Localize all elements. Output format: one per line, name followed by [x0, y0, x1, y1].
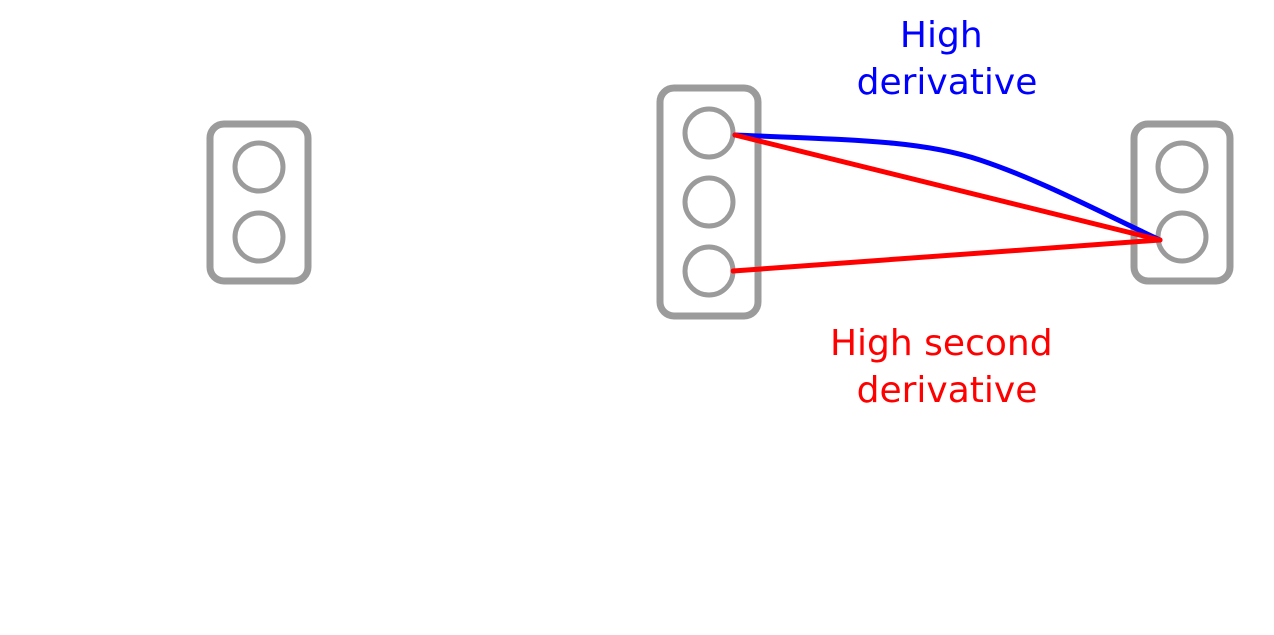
high-second-derivative-line-2: derivative [857, 370, 1038, 411]
layer-2-neuron-2 [682, 175, 736, 229]
layer-2-neuron-3 [682, 244, 736, 298]
layer-3-box [1130, 120, 1234, 285]
layer-2-group [656, 84, 762, 320]
layer-3-neuron-2 [1155, 210, 1209, 264]
high-second-derivative-label: High second derivative [830, 323, 1064, 411]
layer-1-box [206, 120, 312, 285]
layer-1-neuron-1 [232, 140, 286, 194]
high-second-derivative-line-1: High second [830, 323, 1053, 364]
high-derivative-line-1: High [900, 15, 983, 56]
blue-curved-connection [732, 132, 1163, 243]
layer-1-group [206, 120, 312, 285]
high-derivative-line-2: derivative [857, 62, 1038, 103]
red-top-connection [732, 132, 1163, 243]
layer-1-neuron-2 [232, 210, 286, 264]
layer-3-neuron-1 [1155, 140, 1209, 194]
layer-3-group [1130, 120, 1234, 285]
layer-2-neuron-1 [682, 106, 736, 160]
high-derivative-label: High derivative [857, 15, 1038, 103]
layer-2-box [656, 84, 762, 320]
red-bottom-connection [730, 237, 1163, 274]
